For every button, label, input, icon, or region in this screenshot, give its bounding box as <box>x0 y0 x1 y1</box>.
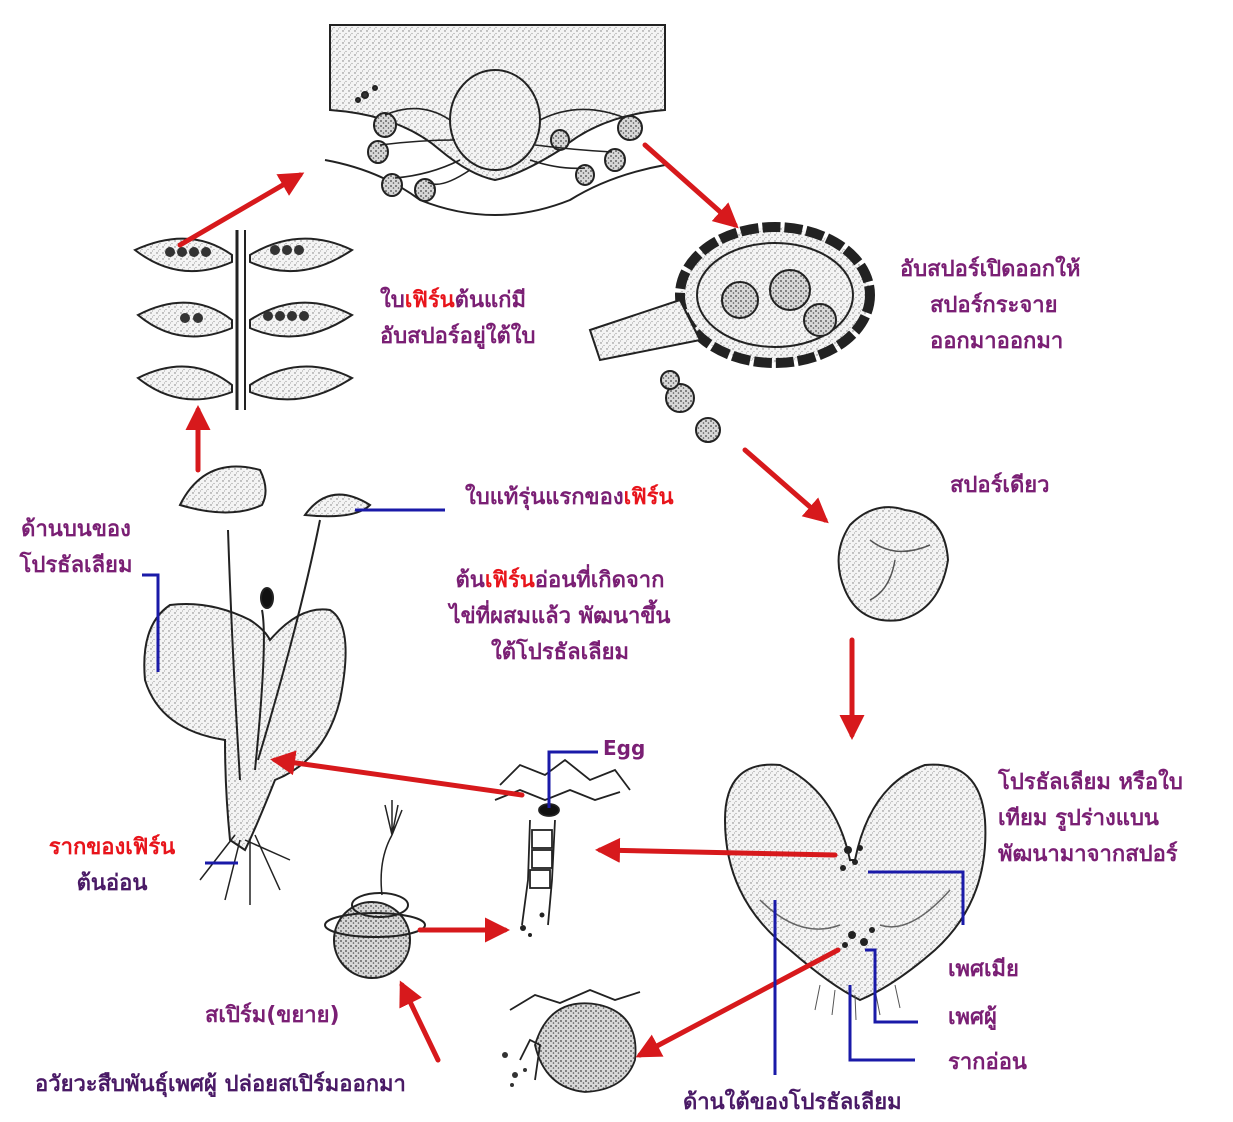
spore-illustration <box>839 507 948 620</box>
arrow-frond-to-section <box>180 175 300 245</box>
label-rhizoid: รากอ่อน <box>948 1045 1027 1081</box>
label-young-root: รากของเฟิร์น ต้นอ่อน <box>22 830 202 902</box>
antheridium-illustration <box>502 990 640 1092</box>
label-prothallus-top: ด้านบนของ โปรธัลเลียม <box>6 512 146 584</box>
sperm-illustration <box>325 800 425 978</box>
leaf-cross-section-illustration <box>325 25 665 215</box>
label-mature-frond: ใบเฟิร์นต้นแก่มี อับสปอร์อยู่ใต้ใบ <box>380 283 535 355</box>
label-male-organ: เพศผู้ <box>948 1000 997 1036</box>
label-mature-frond-line2: อับสปอร์อยู่ใต้ใบ <box>380 319 535 355</box>
label-young-sporophyte: ต้นเฟิร์นอ่อนที่เกิดจาก ไข่ที่ผสมแล้ว พั… <box>410 563 710 671</box>
label-single-spore: สปอร์เดียว <box>950 468 1049 504</box>
sporangium-illustration <box>590 227 870 442</box>
arrow-egg-to-sporophyte <box>275 760 522 795</box>
label-first-true-leaf: ใบแท้รุ่นแรกของเฟิร์น <box>465 480 674 516</box>
label-egg: Egg <box>603 730 645 766</box>
label-antheridium-release: อวัยวะสืบพันธุ์เพศผู้ ปล่อยสเปิร์มออกมา <box>35 1067 406 1103</box>
label-prothallus-underside: ด้านใต้ของโปรธัลเลียม <box>683 1085 902 1121</box>
arrow-sporangium-to-spore <box>745 450 825 520</box>
mature-frond-illustration <box>135 230 352 410</box>
label-prothallus-desc: โปรธัลเลียม หรือใบ เทียม รูปร่างแบน พัฒน… <box>998 765 1183 873</box>
label-female-organ: เพศเมีย <box>948 952 1019 988</box>
label-sporangium-open: อับสปอร์เปิดออกให้ สปอร์กระจาย ออกมาออกม… <box>900 252 1080 360</box>
arrow-antheridium-to-sperm <box>402 985 438 1060</box>
label-mature-frond-line1: ใบเฟิร์นต้นแก่มี <box>380 283 535 319</box>
prothallus-illustration <box>725 765 985 1020</box>
arrow-prothallus-to-antheridium <box>640 950 838 1055</box>
label-sperm: สเปิร์ม(ขยาย) <box>205 998 340 1034</box>
arrow-section-to-sporangium <box>645 145 735 225</box>
